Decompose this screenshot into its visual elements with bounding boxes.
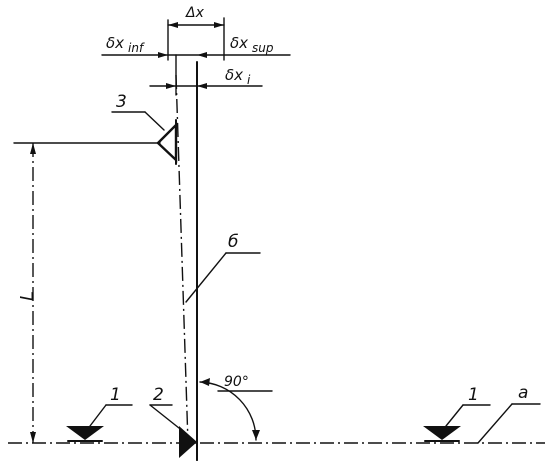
callout-a: а (477, 383, 541, 444)
column-lines (167, 17, 225, 461)
callout-1-left: 1 (66, 385, 133, 442)
support-symbol-left (66, 426, 104, 442)
length-label: L (17, 291, 38, 301)
right-angle-marker: 90° (199, 374, 273, 441)
support-symbol-right (423, 426, 461, 442)
delta-x-i-dimension: δx i (149, 66, 263, 89)
delta-x-sup-subscript: sup (252, 41, 274, 55)
callout-2: 2 (149, 385, 198, 461)
open-triangle-symbol (156, 119, 178, 165)
callout-3: 3 (111, 92, 178, 165)
delta-x-inf-sup-dimension: δx inf δx sup (101, 34, 291, 58)
length-dimension: L (13, 142, 161, 443)
callout-1-left-label: 1 (110, 385, 121, 405)
callout-1-right-label: 1 (468, 385, 479, 405)
callout-b: б (185, 232, 261, 303)
filled-triangle-symbol (179, 421, 198, 461)
delta-x-i-label: δx (225, 66, 243, 84)
callout-3-label: 3 (116, 92, 127, 112)
callout-a-label: а (518, 383, 528, 403)
callout-2-label: 2 (153, 385, 164, 405)
angle-label: 90° (224, 374, 249, 390)
delta-x-dimension: Δx (167, 5, 225, 28)
delta-x-inf-subscript: inf (128, 41, 145, 55)
delta-x-sup-label: δx (230, 34, 248, 52)
callout-1-right: 1 (423, 385, 491, 442)
delta-x-inf-label: δx (106, 34, 124, 52)
delta-x-i-subscript: i (247, 73, 251, 87)
delta-x-label: Δx (185, 5, 205, 21)
callout-b-label: б (228, 232, 238, 252)
